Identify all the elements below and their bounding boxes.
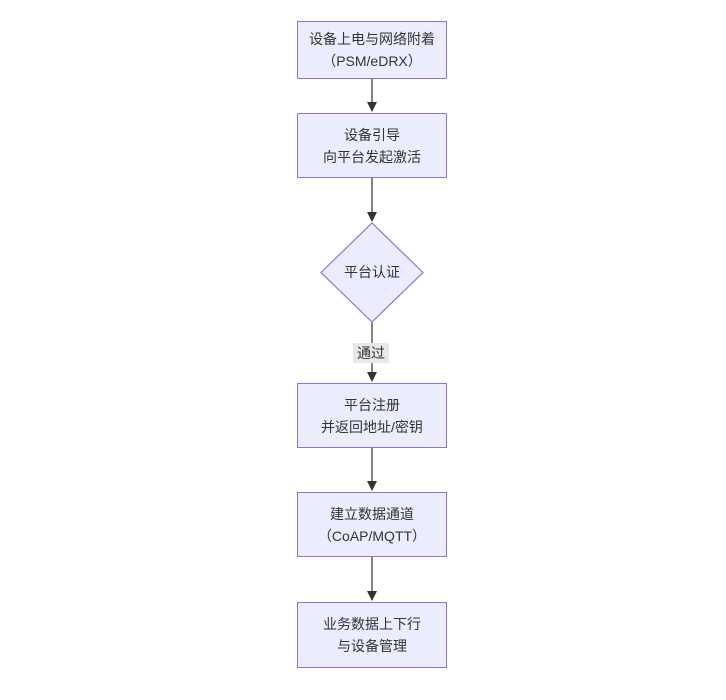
node-register-line1: 平台注册 [344,396,400,413]
node-register: 平台注册 并返回地址/密钥 [297,383,447,448]
node-business-data-line1: 业务数据上下行 [323,616,421,632]
node-business-data: 业务数据上下行 与设备管理 [297,602,447,668]
node-power-attach: 设备上电与网络附着 （PSM/eDRX） [297,21,447,79]
node-business-data-line2: 与设备管理 [337,638,407,654]
decision-platform-auth-shape [320,222,424,323]
node-register-line2: 并返回地址/密钥 [321,418,423,435]
node-power-attach-line1: 设备上电与网络附着 [309,31,435,47]
node-data-channel-line1: 建立数据通道 [330,505,414,522]
decision-platform-auth-label: 平台认证 [344,264,400,280]
node-bootstrap: 设备引导 向平台发起激活 [297,113,447,178]
node-data-channel: 建立数据通道 （CoAP/MQTT） [297,492,447,557]
node-bootstrap-line1: 设备引导 [344,126,400,143]
edge-label-pass: 通过 [353,343,389,363]
node-bootstrap-line2: 向平台发起激活 [323,148,421,165]
node-power-attach-line2: （PSM/eDRX） [322,53,422,69]
node-data-channel-line2: （CoAP/MQTT） [317,527,427,544]
